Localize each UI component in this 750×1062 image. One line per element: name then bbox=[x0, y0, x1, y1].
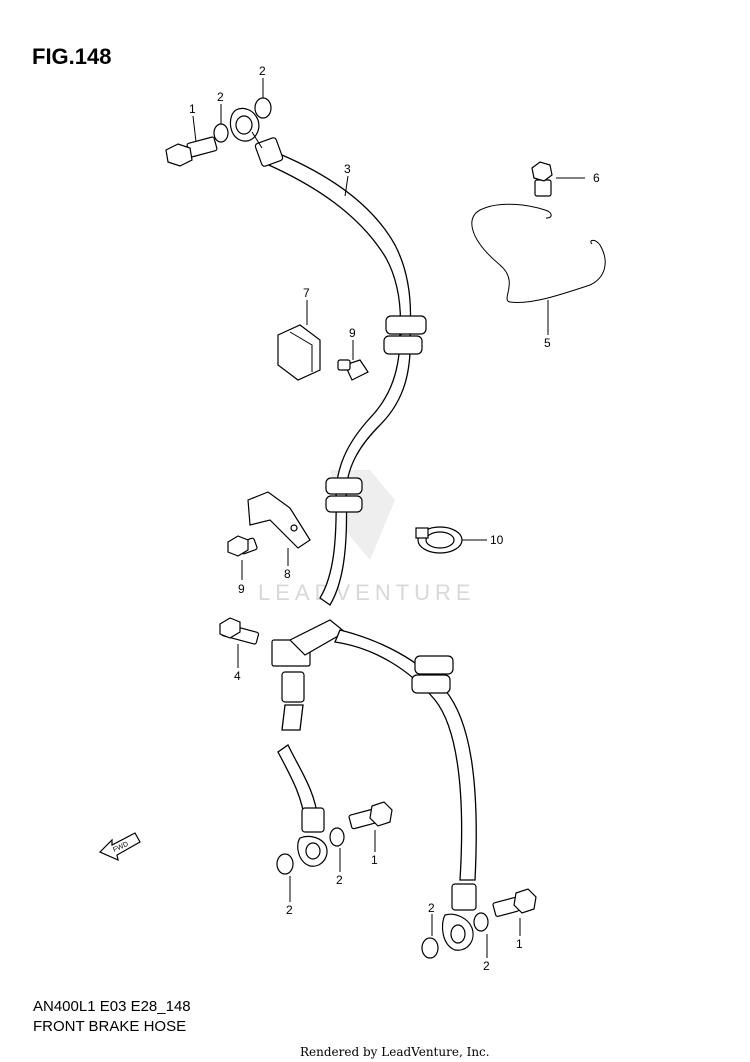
hose-bracket-8 bbox=[227, 491, 311, 557]
model-code: AN400L1 E03 E28_148 bbox=[33, 998, 191, 1015]
callout-5: 5 bbox=[544, 336, 551, 350]
figure-title: FIG.148 bbox=[32, 44, 112, 69]
callout-2: 2 bbox=[259, 64, 266, 78]
fwd-arrow-icon: FWD bbox=[98, 832, 141, 862]
left-lower-hose bbox=[277, 671, 328, 867]
clamp-bracket-7 bbox=[277, 324, 369, 381]
callout-2: 2 bbox=[336, 873, 343, 887]
callout-10: 10 bbox=[490, 533, 504, 547]
hose-joint bbox=[219, 617, 347, 667]
callout-2: 2 bbox=[428, 901, 435, 915]
callout-8: 8 bbox=[284, 567, 291, 581]
callout-2: 2 bbox=[483, 959, 490, 973]
lower-bolts-washers bbox=[276, 801, 537, 959]
callout-1: 1 bbox=[516, 937, 523, 951]
credit-line: Rendered by LeadVenture, Inc. bbox=[300, 1045, 490, 1059]
section-name: FRONT BRAKE HOSE bbox=[33, 1018, 187, 1035]
hose-clamp-10 bbox=[415, 526, 463, 554]
leader-lines bbox=[192, 78, 585, 958]
callout-9: 9 bbox=[238, 582, 245, 596]
callout-1: 1 bbox=[189, 102, 196, 116]
callout-2: 2 bbox=[217, 90, 224, 104]
callout-2: 2 bbox=[286, 903, 293, 917]
wire-clamp bbox=[471, 161, 606, 304]
callout-3: 3 bbox=[344, 162, 351, 176]
callout-9: 9 bbox=[349, 326, 356, 340]
callout-7: 7 bbox=[303, 286, 310, 300]
watermark-text: LEADVENTURE bbox=[258, 580, 476, 605]
callout-6: 6 bbox=[593, 171, 600, 185]
upper-banjo-bolt bbox=[165, 97, 272, 167]
upper-brake-hose bbox=[229, 107, 427, 606]
callout-labels: 1 2 2 3 6 5 7 9 10 9 8 4 1 2 2 2 2 1 bbox=[189, 64, 600, 973]
callout-1: 1 bbox=[371, 853, 378, 867]
callout-4: 4 bbox=[234, 669, 241, 683]
right-lower-hose bbox=[334, 629, 477, 951]
